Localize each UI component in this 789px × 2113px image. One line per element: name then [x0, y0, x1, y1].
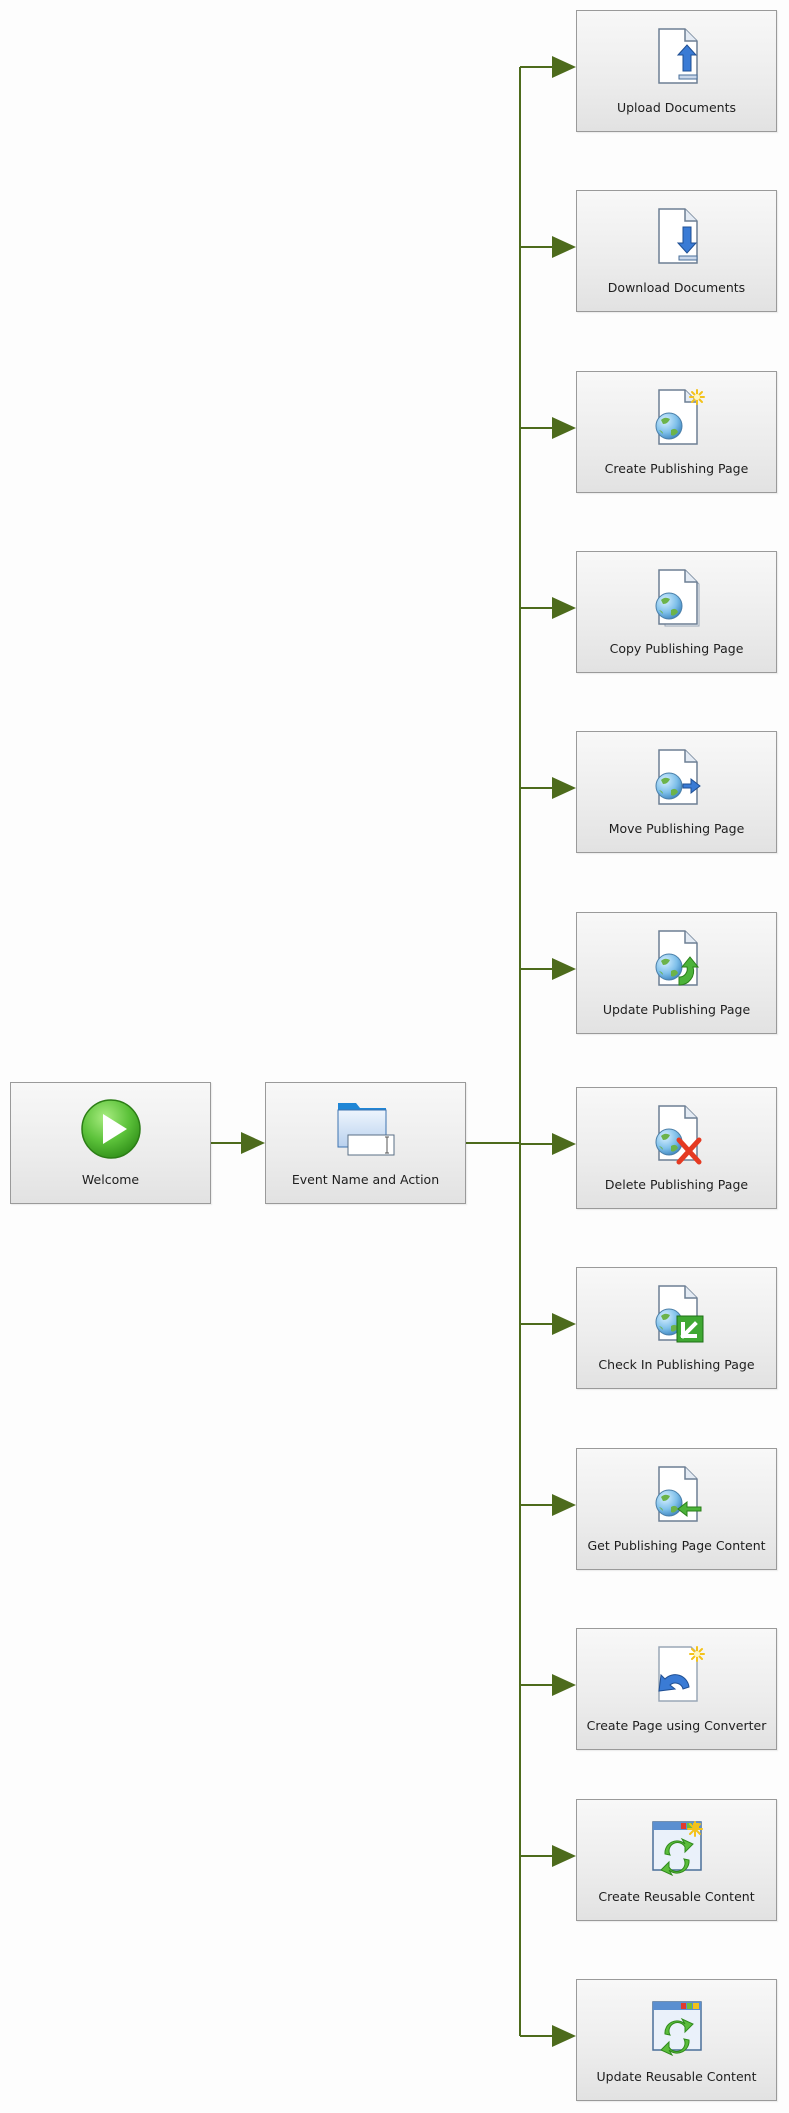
upload-document-icon	[657, 28, 698, 84]
update-page-icon	[655, 930, 699, 986]
event-name-and-action-label: Event Name and Action	[291, 1172, 440, 1187]
branch-arrowhead-12	[552, 2025, 576, 2047]
get-publishing-page-content-label: Get Publishing Page Content	[587, 1538, 766, 1553]
create-reusable-content-node[interactable]: Create Reusable Content	[576, 1799, 777, 1921]
branch-arrowhead-6	[552, 958, 576, 980]
branch-arrowhead-8	[552, 1313, 576, 1335]
branch-arrowhead-10	[552, 1674, 576, 1696]
upload-documents-node[interactable]: Upload Documents	[576, 10, 777, 132]
copy-publishing-page-node[interactable]: Copy Publishing Page	[576, 551, 777, 673]
get-content-icon	[655, 1466, 701, 1522]
branch-arrowhead-5	[552, 777, 576, 799]
download-document-icon	[657, 208, 698, 264]
folder-window-icon	[337, 1103, 394, 1156]
delete-publishing-page-label: Delete Publishing Page	[604, 1177, 749, 1192]
branch-arrowhead-4	[552, 597, 576, 619]
download-documents-label: Download Documents	[607, 280, 746, 295]
update-publishing-page-label: Update Publishing Page	[602, 1002, 751, 1017]
play-icon	[80, 1099, 141, 1159]
check-in-publishing-page-label: Check In Publishing Page	[598, 1357, 755, 1372]
branch-arrowhead-1	[552, 56, 576, 78]
welcome-node[interactable]: Welcome	[10, 1082, 211, 1204]
create-page-using-converter-node[interactable]: Create Page using Converter	[576, 1628, 777, 1750]
update-reusable-content-icon	[651, 2001, 702, 2057]
check-in-publishing-page-node[interactable]: Check In Publishing Page	[576, 1267, 777, 1389]
copy-page-icon	[655, 569, 699, 627]
create-page-using-converter-label: Create Page using Converter	[586, 1718, 767, 1733]
create-publishing-page-label: Create Publishing Page	[604, 461, 749, 476]
delete-publishing-page-node[interactable]: Delete Publishing Page	[576, 1087, 777, 1209]
create-page-icon	[655, 389, 705, 445]
update-reusable-content-node[interactable]: Update Reusable Content	[576, 1979, 777, 2101]
move-publishing-page-node[interactable]: Move Publishing Page	[576, 731, 777, 853]
branch-arrowhead-9	[552, 1494, 576, 1516]
create-reusable-content-label: Create Reusable Content	[598, 1889, 755, 1904]
converter-icon	[657, 1646, 705, 1702]
welcome-to-event-arrowhead	[241, 1132, 265, 1154]
branch-arrowhead-7	[552, 1133, 576, 1155]
update-reusable-content-label: Update Reusable Content	[596, 2069, 757, 2084]
move-publishing-page-label: Move Publishing Page	[608, 821, 745, 836]
copy-publishing-page-label: Copy Publishing Page	[609, 641, 744, 656]
download-documents-node[interactable]: Download Documents	[576, 190, 777, 312]
event-name-and-action-node[interactable]: Event Name and Action	[265, 1082, 466, 1204]
delete-page-icon	[655, 1105, 701, 1165]
create-reusable-content-icon	[651, 1821, 703, 1877]
branch-arrowhead-11	[552, 1845, 576, 1867]
get-publishing-page-content-node[interactable]: Get Publishing Page Content	[576, 1448, 777, 1570]
move-page-icon	[655, 749, 701, 805]
create-publishing-page-node[interactable]: Create Publishing Page	[576, 371, 777, 493]
check-in-page-icon	[655, 1285, 703, 1343]
update-publishing-page-node[interactable]: Update Publishing Page	[576, 912, 777, 1034]
branch-arrowhead-3	[552, 417, 576, 439]
welcome-label: Welcome	[81, 1172, 140, 1187]
upload-documents-label: Upload Documents	[616, 100, 737, 115]
branch-arrowhead-2	[552, 236, 576, 258]
